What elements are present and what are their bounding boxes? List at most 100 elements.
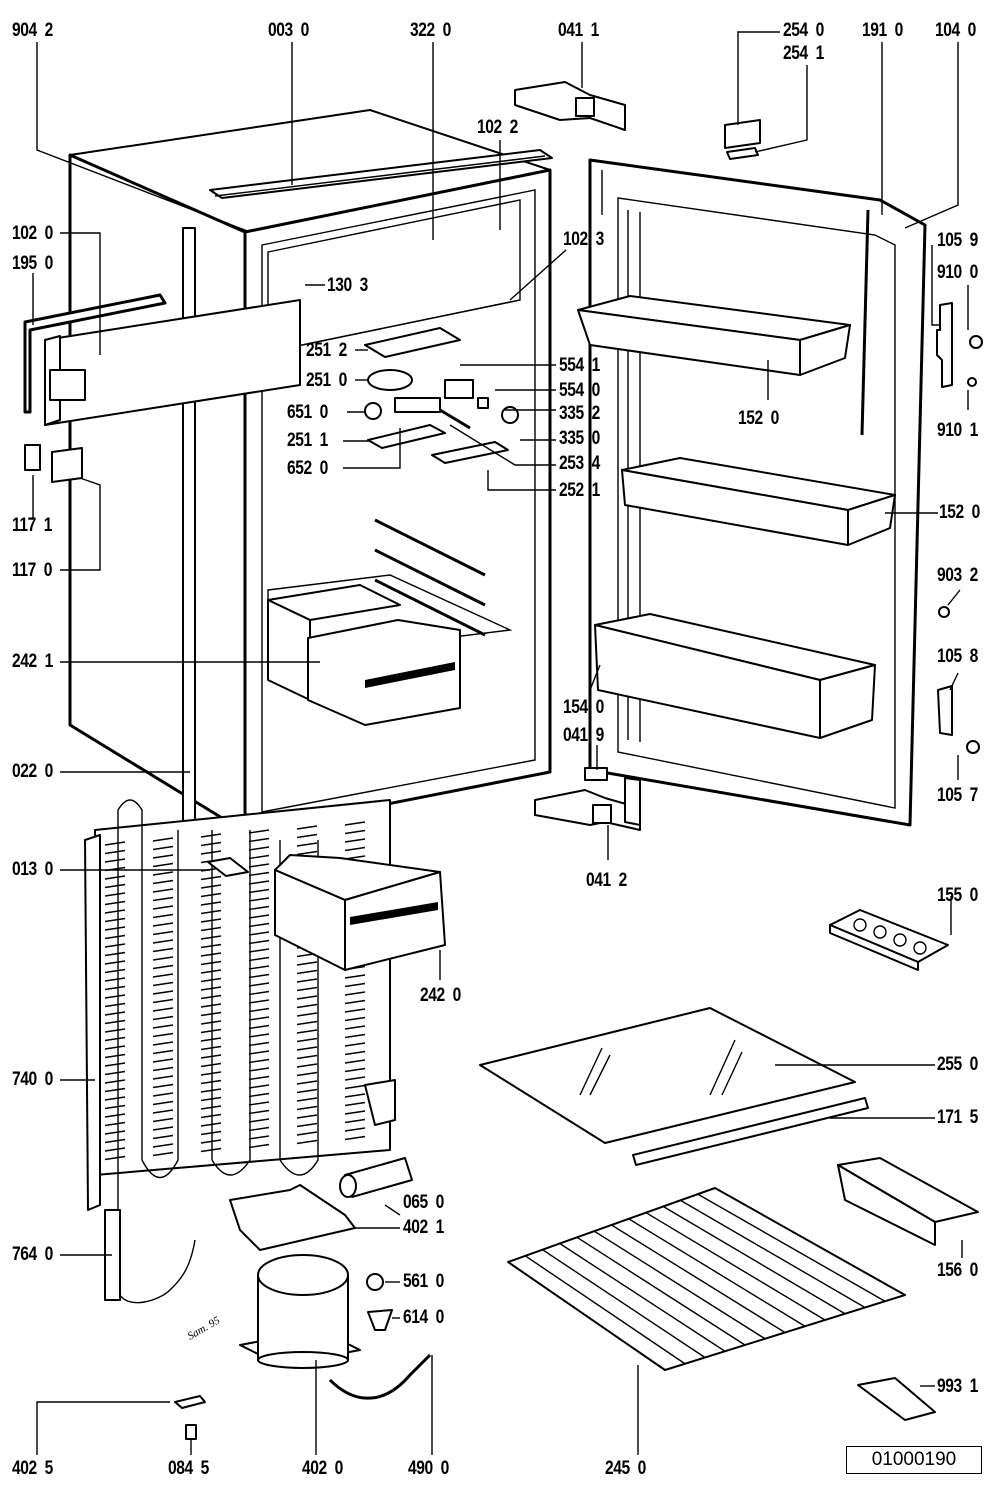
- condenser-clip: [207, 857, 249, 877]
- condenser-louver: [248, 956, 270, 962]
- condenser-louver: [248, 837, 270, 843]
- part-label-lamp-cover: 251 0: [306, 370, 347, 391]
- condenser-louver: [152, 930, 174, 936]
- part-label-door-stop-plate: 254 1: [783, 43, 824, 64]
- part-label-nut: 903 2: [937, 565, 978, 586]
- condenser-louver: [200, 960, 222, 966]
- condenser-louver: [248, 1092, 270, 1098]
- condenser-louver: [344, 1059, 366, 1064]
- part-label-handle-bracket: 105 8: [937, 646, 978, 667]
- condenser-louver: [344, 829, 366, 835]
- condenser-louver: [152, 939, 174, 944]
- condenser-louver: [152, 888, 174, 893]
- condenser-louver: [248, 1067, 270, 1072]
- condenser-louver: [104, 943, 126, 948]
- condenser-louver: [152, 1049, 174, 1055]
- condenser-louver: [104, 1147, 126, 1152]
- condenser-louver: [200, 935, 222, 940]
- part-label-ice-tray: 156 0: [937, 1260, 978, 1281]
- condenser-louver: [104, 1155, 126, 1161]
- condenser-louver: [296, 1139, 318, 1145]
- condenser-louver: [104, 1087, 126, 1093]
- part-label-door-gasket: 191 0: [862, 20, 903, 41]
- condenser-louver: [152, 905, 174, 910]
- condenser-louver: [344, 1008, 366, 1013]
- condenser-louver: [296, 978, 318, 983]
- shelf-wire: [662, 1205, 846, 1315]
- condenser-louver: [248, 897, 270, 902]
- part-label-hinge-pin-cover: 117 1: [12, 515, 53, 536]
- power-cord: [328, 1353, 432, 1400]
- condenser-louver: [296, 1020, 318, 1026]
- door-shelf-upper: [577, 295, 851, 376]
- condenser-louver: [200, 1028, 222, 1034]
- part-label-glass-shelf: 255 0: [937, 1054, 978, 1075]
- condenser-louver: [104, 858, 126, 863]
- part-label-clip: 102 3: [563, 229, 604, 250]
- condenser-louver: [248, 1033, 270, 1038]
- condenser-louver: [296, 1054, 318, 1060]
- shelf-wire: [697, 1193, 886, 1302]
- shelf-wire: [542, 1249, 706, 1359]
- condenser-louver: [104, 917, 126, 923]
- condenser-louver: [104, 1019, 126, 1025]
- condenser-louver: [152, 913, 174, 919]
- part-label-light-bulb: 651 0: [287, 402, 328, 423]
- condenser-louver: [344, 1016, 366, 1022]
- condenser-louver: [248, 1041, 270, 1047]
- egg-tray: [829, 909, 949, 971]
- part-label-condenser-clip: 013 0: [12, 859, 53, 880]
- condenser-louver: [344, 1042, 366, 1047]
- condenser-louver: [152, 964, 174, 970]
- condenser-louver: [104, 900, 126, 906]
- condenser-louver: [200, 1037, 222, 1042]
- condenser-louver: [248, 829, 270, 834]
- part-label-shelf-trim: 171 5: [937, 1107, 978, 1128]
- part-label-filter-drier: 065 0: [403, 1192, 444, 1213]
- reference-number: 01000190: [871, 1449, 957, 1470]
- part-label-power-cord: 490 0: [408, 1458, 449, 1479]
- condenser-louver: [152, 1134, 174, 1140]
- condenser-louver: [152, 1058, 174, 1063]
- shelf-wire: [524, 1255, 686, 1365]
- condenser-louver: [104, 960, 126, 965]
- part-label-cabinet-top-trim: 904 2: [12, 20, 53, 41]
- leader-lines: [32, 31, 969, 1455]
- part-label-door-shelf-lower: 154 0: [563, 697, 604, 718]
- condenser-louver: [152, 1032, 174, 1038]
- condenser-louver: [104, 875, 126, 880]
- condenser-louver: [200, 833, 222, 838]
- nut: [938, 606, 950, 618]
- part-label-door-stop-block: 254 0: [783, 20, 824, 41]
- condenser-louver: [344, 1033, 366, 1039]
- condenser-louver: [104, 1062, 126, 1067]
- condenser-louver: [344, 1076, 366, 1081]
- condenser-louver: [104, 1070, 126, 1076]
- condenser-louver: [200, 1105, 222, 1110]
- condenser-louver: [152, 845, 174, 851]
- overload-protector: [367, 1309, 393, 1331]
- part-label-hinge-spacer: 041 9: [563, 725, 604, 746]
- door-shelf-lower: [594, 613, 876, 739]
- condenser-louver: [248, 1007, 270, 1013]
- part-label-small-screw: 910 1: [937, 420, 978, 441]
- condenser-louver: [200, 1011, 222, 1017]
- condenser-louver: [344, 1067, 366, 1073]
- part-label-lower-hinge: 041 2: [586, 870, 627, 891]
- part-label-inner-bracket: 322 0: [410, 20, 451, 41]
- handwritten-note: Sam. 95: [186, 1314, 223, 1342]
- part-label-lamp-socket: 652 0: [287, 458, 328, 479]
- part-label-spring-clip: 554 1: [559, 355, 600, 376]
- condenser-louver: [200, 1045, 222, 1051]
- part-label-overload-protector: 614 0: [403, 1307, 444, 1328]
- condenser-louver: [344, 1084, 366, 1090]
- condenser-louver: [104, 1036, 126, 1042]
- condenser-louver: [344, 1127, 366, 1132]
- condenser-louver: [248, 1075, 270, 1081]
- condenser-louver: [344, 821, 366, 826]
- condenser-louver: [152, 947, 174, 953]
- shelf-trim: [632, 1097, 869, 1166]
- part-label-drain-tube: 022 0: [12, 761, 53, 782]
- condenser-louver: [200, 1062, 222, 1068]
- condenser-louver: [200, 841, 222, 847]
